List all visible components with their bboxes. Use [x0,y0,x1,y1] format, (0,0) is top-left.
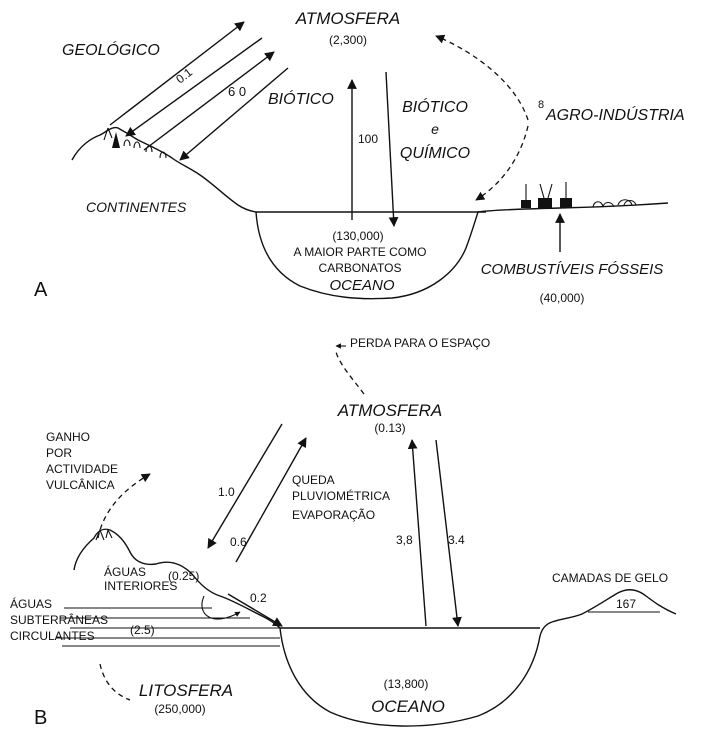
ocean-basin-b [279,621,553,727]
geologico-label: GEOLÓGICO [62,40,160,59]
panel-a-label: A [34,279,48,301]
perda-label: PERDA PARA O ESPAÇO [350,336,490,350]
subterraneas-line2: SUBTERRÂNEAS [10,612,108,627]
flux-b-5: 0.2 [250,591,267,605]
flux-biotico: 6 0 [228,84,246,99]
arrow-ocean-down [385,71,399,227]
agro-label: AGRO-INDÚSTRIA [545,105,685,124]
subterraneas-line3: CIRCULANTES [10,629,95,643]
atmosfera-a-label: ATMOSFERA [295,9,401,28]
factory-icon [521,182,637,208]
biotico-quimico-line1: BIÓTICO [402,97,468,116]
ganho-line3: ACTIVIDADE [46,462,118,476]
subterraneas-value: (2.5) [130,623,155,637]
arrow-geologico-up [109,21,245,126]
arrow-biotico-down [179,67,289,161]
agro-number: 8 [538,99,544,111]
panel-a: ATMOSFERA (2,300) GEOLÓGICO 0.1 6 0 BIÓT… [34,9,685,305]
oceano-b-value: (13,800) [384,677,429,691]
ganho-line1: GANHO [46,430,90,444]
queda-line2: PLUVIOMÉTRICA [292,488,390,503]
dashed-litosfera [99,663,131,701]
oceano-a-note2: CARBONATOS [319,261,402,275]
camadas-label: CAMADAS DE GELO [552,571,668,585]
land-right [477,202,669,213]
atmosfera-a-value: (2,300) [329,33,367,47]
dashed-vulcanica [97,473,151,539]
oceano-b-label: OCEANO [371,697,445,716]
arrow-b-groundwater [201,595,241,620]
arrow-agro-up [435,34,529,121]
flux-b-2: 0.6 [230,535,247,549]
ganho-line2: POR [46,446,72,460]
ganho-line4: VULCÂNICA [46,477,115,492]
continentes-label: CONTINENTES [86,199,187,215]
atmosfera-b-value: (0.13) [374,421,405,435]
oceano-a-label: OCEANO [329,277,394,294]
litosfera-value: (250,000) [154,702,205,716]
combustiveis-value: (40,000) [540,291,585,305]
aguas-interiores-value: (0.25) [168,569,199,583]
biotico-label: BIÓTICO [268,89,334,108]
ocean-basin-a [255,211,479,300]
biotico-quimico-line2: e [431,121,439,137]
arrow-b-evap [235,437,307,563]
flux-b-4: 3.4 [448,533,465,547]
flux-geologico: 0.1 [173,65,195,87]
queda-line3: EVAPORAÇÃO [292,508,375,522]
queda-line1: QUEDA [292,473,335,487]
arrow-agro-down [475,125,529,201]
flux-oceano: 100 [358,132,378,146]
flux-b-1: 1.0 [218,485,235,499]
oceano-a-note1: A MAIOR PARTE COMO [294,245,427,259]
subterraneas-line1: ÁGUAS [10,596,52,611]
aguas-interiores-line2: INTERIORES [104,579,177,593]
groundwater-lines [56,607,280,647]
panel-b: PERDA PARA O ESPAÇO ATMOSFERA (0.13) GAN… [10,336,677,729]
combustiveis-label: COMBUSTÍVEIS FÓSSEIS [481,261,664,278]
oceano-a-value: (130,000) [332,229,383,243]
gelo-value: 167 [616,597,636,611]
litosfera-label: LITOSFERA [139,681,233,700]
flux-b-3: 3,8 [396,533,413,547]
arrow-geologico-down [125,37,263,137]
continent-landscape [71,126,257,213]
volcano-icon [95,528,113,541]
ice-cap-hill [551,589,677,623]
arrow-b-ocean-up [407,439,427,627]
aguas-interiores-line1: ÁGUAS [104,564,146,579]
arrow-b-river [227,593,283,627]
panel-b-label: B [34,707,47,729]
atmosfera-b-label: ATMOSFERA [337,401,443,420]
mountain-b [73,528,281,629]
arrow-b-ocean-down [435,439,462,627]
dashed-perda [335,351,365,395]
arrow-b-rain [207,423,283,549]
forest-icon [103,127,167,159]
biotico-quimico-line3: QUÍMICO [400,143,470,162]
arrow-biotico-up [143,51,275,151]
